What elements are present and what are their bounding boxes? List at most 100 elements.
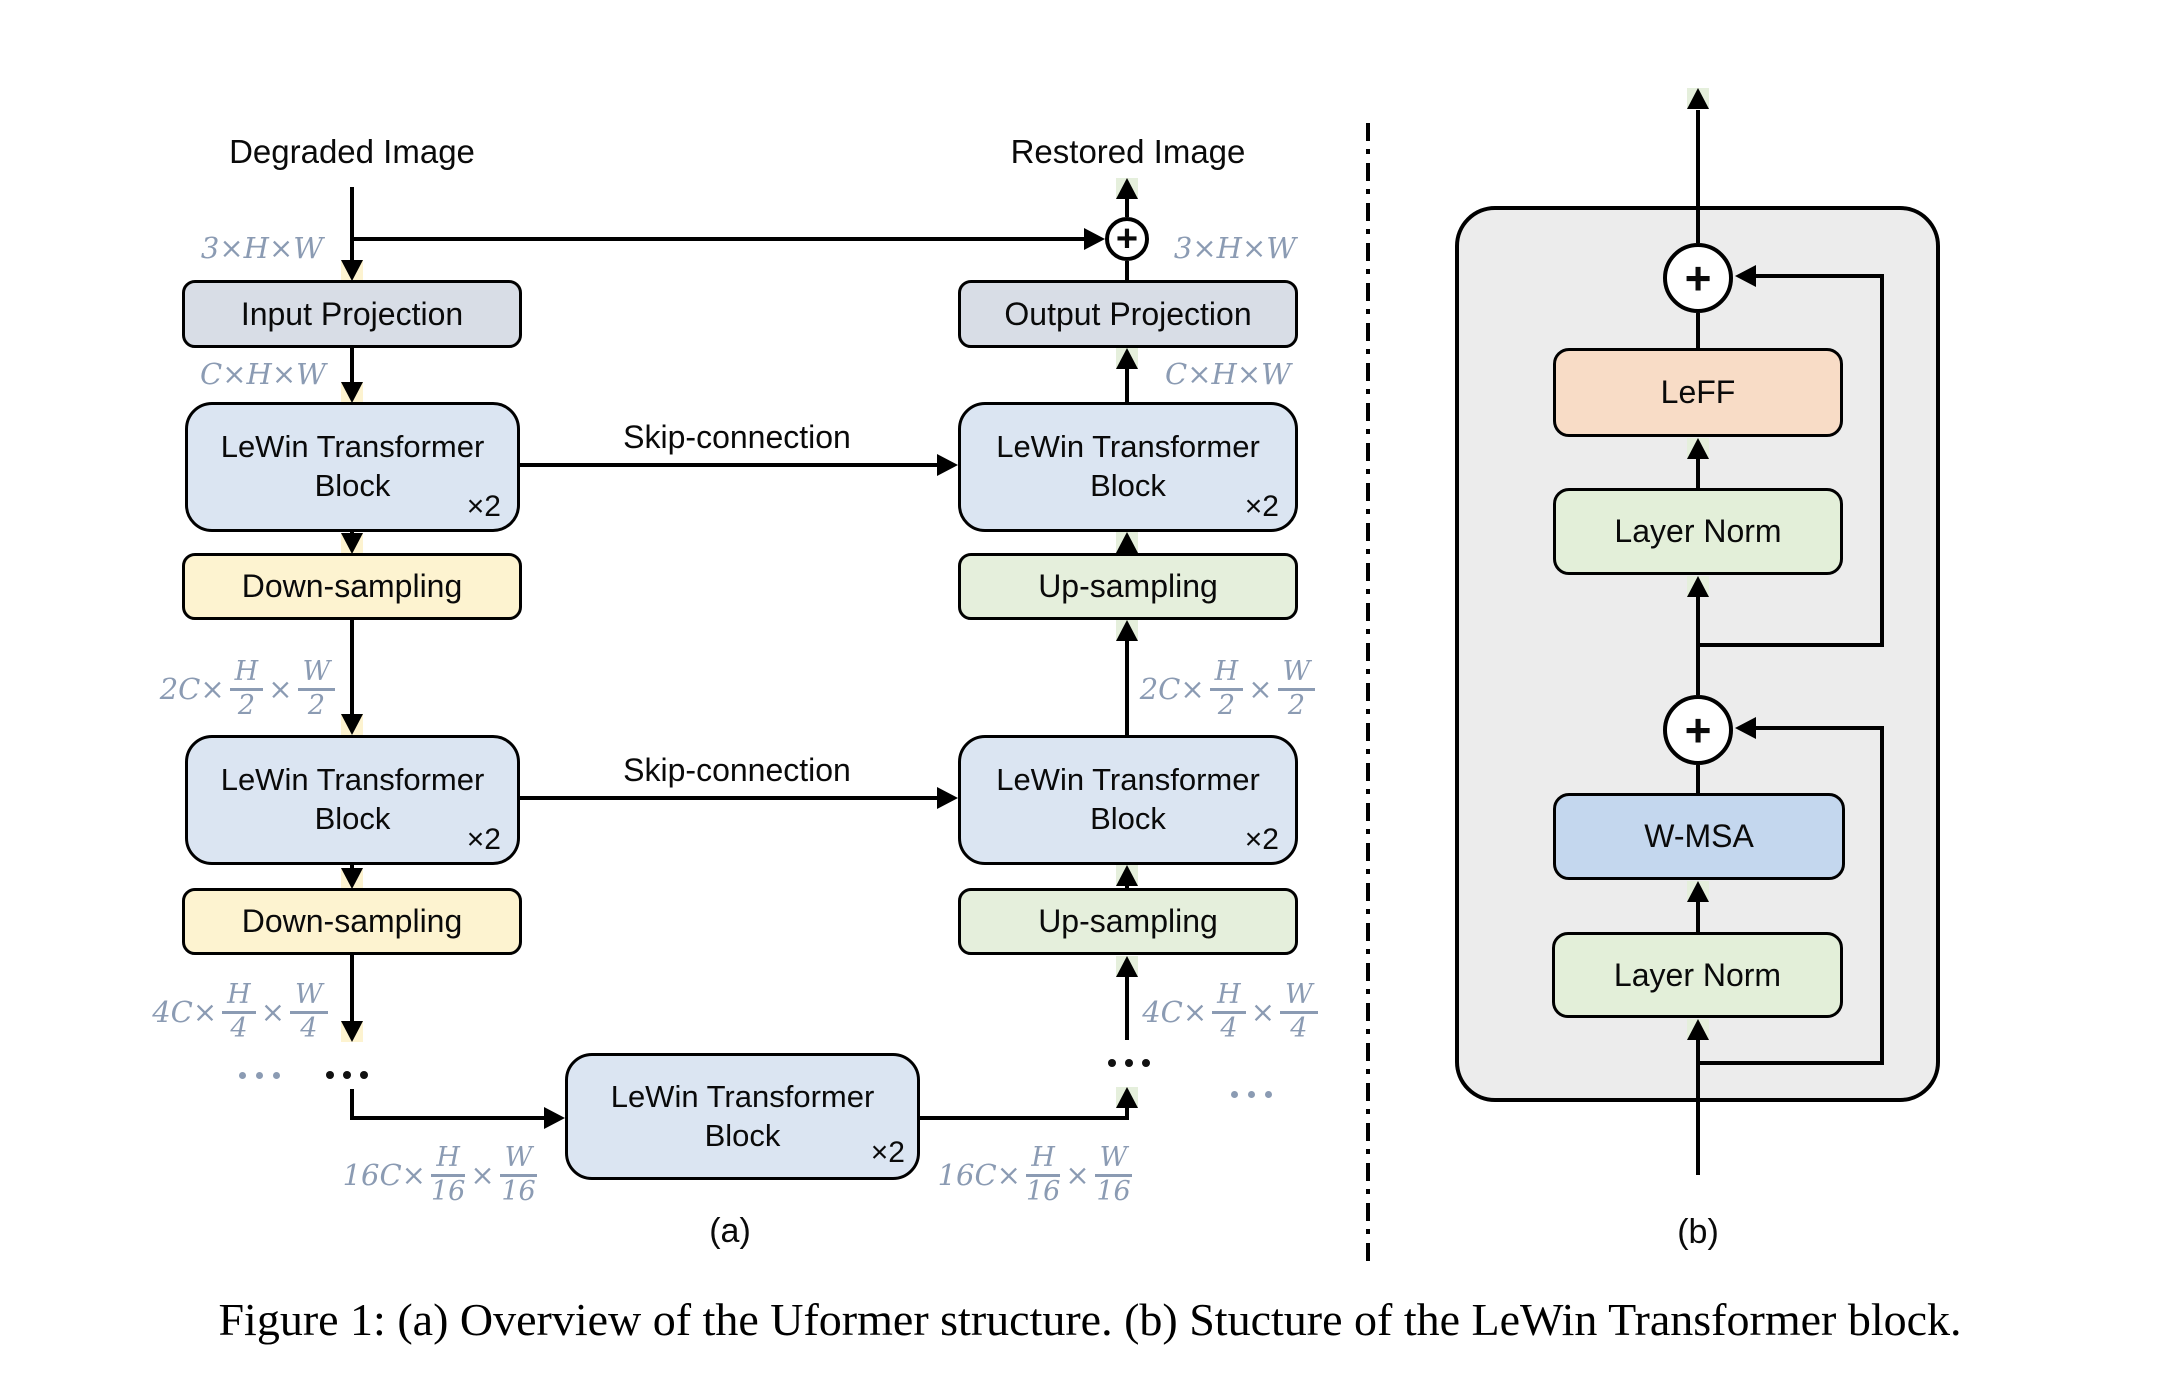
connector-lower-residual-vertical [1880,726,1884,1065]
arrowhead-into-decoder-lewin1 [1116,532,1138,553]
up-sampling-label: Up-sampling [1038,903,1218,939]
decoder-ellipsis-black [1108,1059,1159,1067]
connector-upper-residual-horizontal [1752,274,1884,278]
arrowhead-upper-residual [1735,265,1756,287]
encoder-ellipsis-gray [239,1072,290,1079]
wmsa-residual-adder-plus-icon: + [1663,695,1733,765]
connector-elbow-right-horizontal [920,1116,1129,1120]
arrowhead-into-up2 [1116,956,1138,977]
arrowhead-into-down1 [341,533,363,554]
connector-global-skip [350,237,1086,241]
connector-wmsa-to-adder [1696,765,1700,793]
layer-norm-box-1: Layer Norm [1552,932,1843,1018]
arrowhead-into-norm1 [1687,1019,1709,1040]
connector-elbow-right-vertical [1125,1104,1129,1118]
arrowhead-into-input-projection [341,260,363,281]
arrowhead-into-decoder-lewin2 [1116,865,1138,886]
up-sampling-box-1: Up-sampling [958,553,1298,620]
output-projection-box: Output Projection [958,280,1298,348]
arrowhead-into-output-projection [1116,348,1138,369]
dim-label-input-3hw: 3×H×W [200,231,324,265]
connector-elbow-left-horizontal [350,1116,547,1120]
decoder-ellipsis-gray [1231,1091,1282,1098]
dim-label-decoder-chw: C×H×W [1165,357,1291,391]
layer-norm-box-2: Layer Norm [1553,488,1843,575]
down-sampling-label: Down-sampling [241,903,463,939]
input-projection-label: Input Projection [240,295,464,332]
dim-label-encoder-chw: C×H×W [200,357,326,391]
connector-norm1-to-wmsa [1696,902,1700,932]
down-sampling-label: Down-sampling [241,568,463,604]
degraded-image-title: Degraded Image [229,133,475,170]
repeat-x2-badge: ×2 [1244,489,1279,523]
repeat-x2-badge: ×2 [1244,822,1279,856]
connector-into-up2 [1125,975,1129,1040]
connector-op-to-adder [1125,261,1129,280]
output-adder-plus-icon: + [1105,217,1149,261]
down-sampling-box-1: Down-sampling [182,553,522,620]
arrowhead-into-bottleneck [544,1107,565,1129]
arrowhead-into-leff [1687,438,1709,459]
connector-down2-out [350,955,354,1022]
connector-b-input [1696,1040,1700,1175]
arrowhead-b-output [1687,88,1709,109]
panel-a-label: (a) [709,1212,751,1250]
connector-lewin1-to-op [1125,368,1129,402]
arrowhead-decoder-continues [1116,1087,1138,1108]
arrowhead-into-down2 [341,868,363,889]
input-projection-box: Input Projection [182,280,522,348]
repeat-x2-badge: ×2 [870,1135,905,1169]
arrowhead-into-norm2 [1687,576,1709,597]
connector-lower-residual-branch [1698,1061,1884,1065]
arrowhead-into-restored-image [1116,178,1138,199]
arrowhead-skip-1 [937,454,958,476]
connector-upper-residual-branch [1698,643,1884,647]
connector-upper-residual-vertical [1880,274,1884,647]
repeat-x2-badge: ×2 [466,489,501,523]
connector-leff-to-adder [1696,313,1700,348]
arrowhead-into-lewin2 [341,714,363,735]
layer-norm-label: Layer Norm [1614,513,1782,549]
leff-residual-adder-plus-icon: + [1663,243,1733,313]
connector-lewin2-to-up1 [1125,640,1129,735]
arrowhead-encoder-continues [341,1021,363,1042]
connector-skip-1 [520,463,938,467]
encoder-ellipsis-black [326,1071,377,1079]
repeat-x2-badge: ×2 [466,822,501,856]
skip-connection-label-1: Skip-connection [623,419,851,455]
up-sampling-box-2: Up-sampling [958,888,1298,955]
wmsa-box: W-MSA [1553,793,1845,880]
connector-ip-to-lewin1 [350,348,354,384]
arrowhead-into-up1 [1116,620,1138,641]
skip-connection-label-2: Skip-connection [623,752,851,788]
up-sampling-label: Up-sampling [1038,568,1218,604]
connector-input-trunk [350,187,354,262]
panel-b-label: (b) [1677,1213,1719,1251]
layer-norm-label: Layer Norm [1613,956,1782,993]
leff-label: LeFF [1660,374,1736,410]
panel-divider-line [1366,123,1370,1268]
dim-label-output-3hw: 3×H×W [1173,231,1297,265]
connector-skip-2 [520,796,938,800]
connector-down1-to-lewin2 [350,620,354,716]
arrowhead-into-lewin1 [341,382,363,403]
connector-up2-to-lewin [1125,884,1129,890]
arrowhead-into-output-adder [1084,228,1105,250]
down-sampling-box-2: Down-sampling [182,888,522,955]
connector-elbow-left-vertical [350,1089,354,1120]
